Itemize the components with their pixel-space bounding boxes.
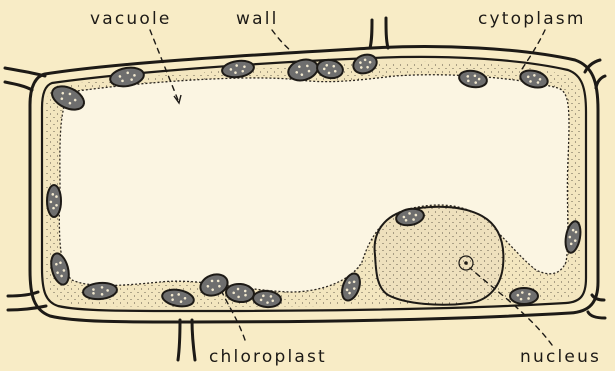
label-vacuole: vacuole bbox=[90, 9, 172, 29]
label-wall: wall bbox=[236, 9, 279, 29]
leader-wall bbox=[272, 30, 290, 50]
label-chloroplast: chloroplast bbox=[209, 347, 327, 367]
chloroplast bbox=[510, 288, 538, 304]
label-cytoplasm: cytoplasm bbox=[478, 9, 586, 29]
chloroplast bbox=[47, 185, 61, 217]
label-nucleus: nucleus bbox=[520, 347, 601, 367]
